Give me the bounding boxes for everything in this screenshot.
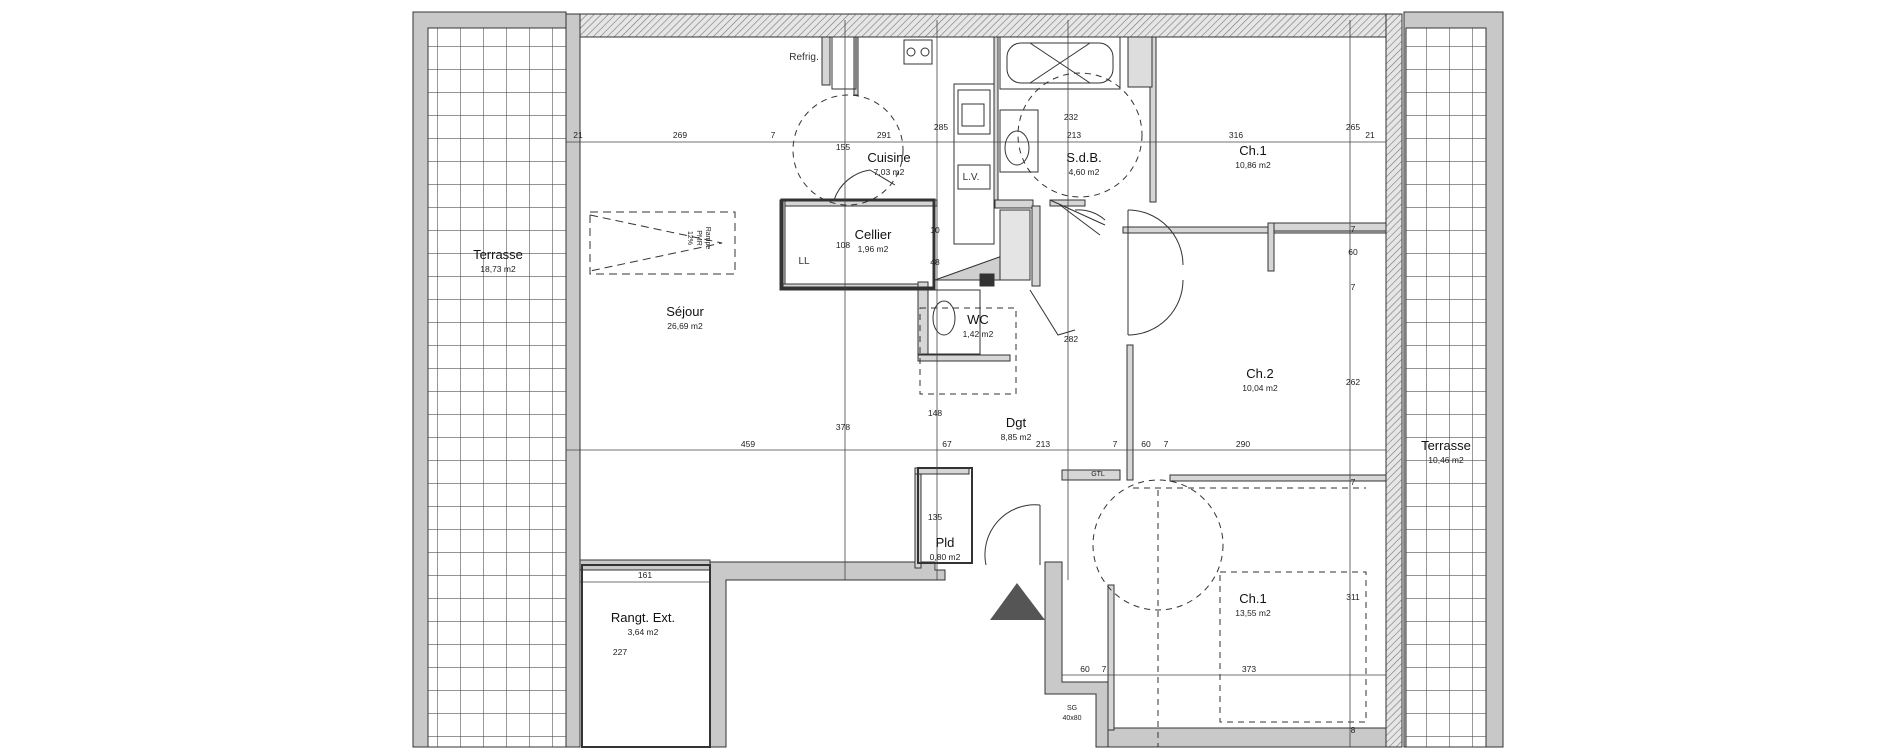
room-area-pld: 0,80 m2 <box>930 552 961 562</box>
dim-135: 135 <box>928 512 942 522</box>
dim-7: 7 <box>771 130 776 140</box>
room-area-ch1-bottom: 13,55 m2 <box>1235 608 1271 618</box>
dim-60: 60 <box>1348 247 1358 257</box>
room-area-cuisine: 7,03 m2 <box>874 167 905 177</box>
terrace-west <box>412 11 567 748</box>
storage-outside <box>581 564 711 748</box>
dim-7g: 7 <box>1351 477 1356 487</box>
room-area-wc: 1,42 m2 <box>963 329 994 339</box>
dim-161: 161 <box>638 570 652 580</box>
label-sg-size: 40x80 <box>1062 715 1081 722</box>
label-ramp-2: PMR <box>695 230 702 246</box>
room-name-rangt: Rangt. Ext. <box>611 610 675 625</box>
label-ramp-3: 12% <box>686 231 693 245</box>
room-area-ch1-top: 10,86 m2 <box>1235 160 1271 170</box>
dim-290: 290 <box>1236 439 1250 449</box>
exterior-walls <box>565 13 1403 748</box>
entrance-marker <box>990 583 1045 620</box>
room-area-dgt: 8,85 m2 <box>1001 432 1032 442</box>
label-lv: L.V. <box>963 172 980 183</box>
turning-circles <box>792 72 1367 747</box>
room-name-wc: WC <box>967 312 989 327</box>
dim-7f: 7 <box>1102 664 1107 674</box>
dim-285: 285 <box>934 122 948 132</box>
room-area-sdb: 4,60 m2 <box>1069 167 1100 177</box>
room-name-ch1-bottom: Ch.1 <box>1239 591 1266 606</box>
label-gtl: GTL <box>1091 471 1105 478</box>
room-area-sejour: 26,69 m2 <box>667 321 703 331</box>
dim-378: 378 <box>836 422 850 432</box>
dimension-lines <box>566 20 1386 747</box>
room-area-terrasse-w: 18,73 m2 <box>480 264 516 274</box>
label-ll: LL <box>798 256 810 267</box>
room-area-terrasse-e: 10,46 m2 <box>1428 455 1464 465</box>
room-name-cuisine: Cuisine <box>867 150 910 165</box>
dim-7d: 7 <box>1113 439 1118 449</box>
room-labels: Terrasse 18,73 m2 Cuisine 7,03 m2 S.d.B.… <box>473 143 1471 637</box>
dim-108: 108 <box>836 240 850 250</box>
dim-67: 67 <box>942 439 952 449</box>
wc-fixtures <box>917 209 1076 355</box>
fixture-labels: Refrig. LL L.V. GTL SG 40x80 Rampe PMR 1… <box>686 52 1105 722</box>
dim-7e: 7 <box>1164 439 1169 449</box>
dim-213: 213 <box>1067 130 1081 140</box>
room-name-ch2: Ch.2 <box>1246 366 1273 381</box>
dim-60b: 60 <box>1141 439 1151 449</box>
bathroom-fixtures <box>999 36 1153 173</box>
room-area-rangt: 3,64 m2 <box>628 627 659 637</box>
dim-48: 48 <box>930 257 940 267</box>
label-sg: SG <box>1067 705 1077 712</box>
room-name-terrasse-e: Terrasse <box>1421 438 1471 453</box>
dim-155: 155 <box>836 142 850 152</box>
dim-7c: 7 <box>1351 282 1356 292</box>
dim-232: 232 <box>1064 112 1078 122</box>
label-refrig: Refrig. <box>789 52 818 63</box>
kitchen-fixtures <box>831 36 995 245</box>
dim-311: 311 <box>1346 592 1360 602</box>
cellier-walls <box>780 198 936 290</box>
ramp <box>589 211 736 275</box>
dim-10: 10 <box>930 225 940 235</box>
dim-8: 8 <box>1351 725 1356 735</box>
room-name-terrasse-w: Terrasse <box>473 247 523 262</box>
dim-269: 269 <box>673 130 687 140</box>
dim-282: 282 <box>1064 334 1078 344</box>
dim-459: 459 <box>741 439 755 449</box>
dim-373: 373 <box>1242 664 1256 674</box>
dim-148: 148 <box>928 408 942 418</box>
room-name-pld: Pld <box>936 535 955 550</box>
dim-21b: 21 <box>1365 130 1375 140</box>
dim-262: 262 <box>1346 377 1360 387</box>
dim-291: 291 <box>877 130 891 140</box>
door-swings <box>833 169 1184 566</box>
dim-60c: 60 <box>1080 664 1090 674</box>
dim-7b: 7 <box>1351 224 1356 234</box>
pld-walls <box>917 467 973 564</box>
room-area-ch2: 10,04 m2 <box>1242 383 1278 393</box>
label-ramp-1: Rampe <box>704 227 711 250</box>
dim-213b: 213 <box>1036 439 1050 449</box>
room-name-ch1-top: Ch.1 <box>1239 143 1266 158</box>
interior-walls <box>779 36 1387 731</box>
room-name-dgt: Dgt <box>1006 415 1027 430</box>
terrace-east <box>1403 11 1504 748</box>
room-name-sdb: S.d.B. <box>1066 150 1101 165</box>
dimension-labels: 269 7 291 285 232 213 316 265 21 21 155 … <box>573 112 1375 735</box>
room-name-sejour: Séjour <box>666 304 704 319</box>
dim-265: 265 <box>1346 122 1360 132</box>
dim-227: 227 <box>613 647 627 657</box>
dim-21: 21 <box>573 130 583 140</box>
dim-316: 316 <box>1229 130 1243 140</box>
room-area-cellier: 1,96 m2 <box>858 244 889 254</box>
room-name-cellier: Cellier <box>855 227 893 242</box>
